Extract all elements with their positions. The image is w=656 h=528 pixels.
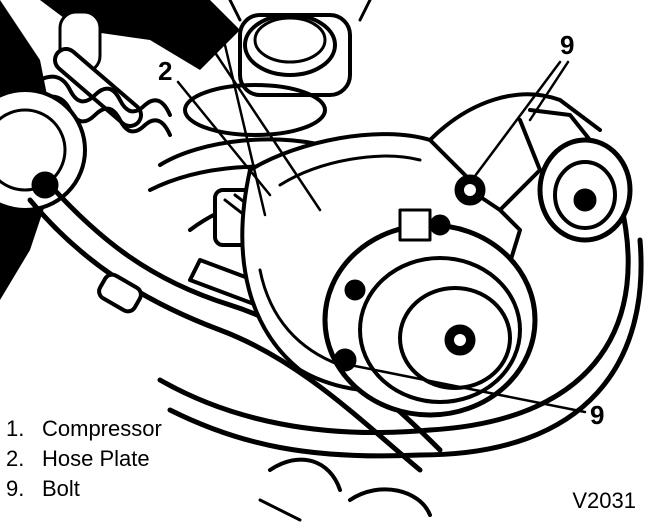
legend-item-compressor: 1. Compressor [6,414,162,444]
legend-item-hose-plate: 2. Hose Plate [6,444,162,474]
legend-item-bolt: 9. Bolt [6,474,162,504]
figure-id: V2031 [572,488,636,513]
callout-1: 1 [196,18,211,48]
legend-number: 2. [6,446,25,471]
callout-9-bottom: 9 [590,400,605,430]
filler-neck-part [53,10,143,128]
legend-label: Hose Plate [42,446,150,471]
callout-leaders [176,43,587,414]
legend-number: 1. [6,416,25,441]
legend: 1. Compressor 2. Hose Plate 9. Bolt [6,414,162,504]
legend-label: Compressor [42,416,162,441]
callout-2: 2 [158,56,173,86]
callout-9-top: 9 [560,30,575,60]
legend-number: 9. [6,476,25,501]
legend-label: Bolt [42,476,80,501]
oil-cap [183,0,372,137]
